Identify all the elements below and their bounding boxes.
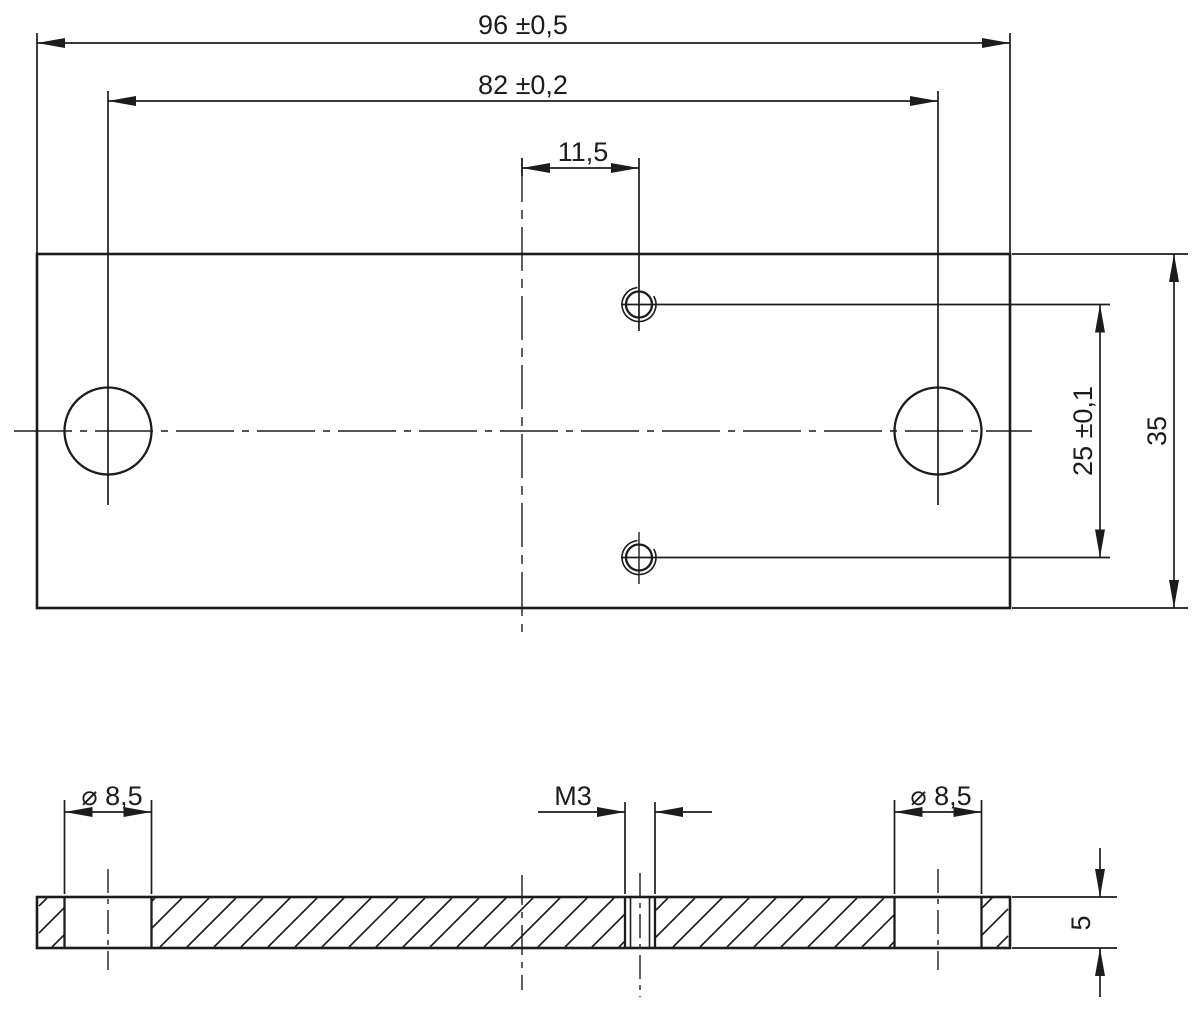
hatch-line: [213, 897, 264, 948]
dim-label-hole-spacing: 82 ±0,2: [478, 70, 568, 100]
arrowhead-right: [982, 38, 1010, 48]
arrowhead-right: [611, 163, 639, 173]
hatch-line: [861, 913, 896, 948]
hatch-line: [654, 897, 696, 939]
dim-label-overall-width: 96 ±0,5: [478, 10, 568, 40]
arrowhead-left: [597, 807, 625, 817]
hatch-line: [429, 897, 480, 948]
hatch-line: [591, 913, 626, 948]
hatch-line: [402, 897, 453, 948]
hatch-line: [753, 897, 804, 948]
hatch-line: [980, 897, 993, 910]
hatch-line: [537, 897, 588, 948]
hatch-line: [294, 897, 345, 948]
arrowhead-left: [64, 807, 93, 817]
dim-label-hole-dia-right: ⌀ 8,5: [910, 781, 971, 811]
dim-label-hole-dia-left: ⌀ 8,5: [81, 781, 142, 811]
dim-label-tap-spacing: 25 ±0,1: [1068, 386, 1098, 476]
arrowhead-left: [37, 38, 65, 48]
bottom-tap-thread-arc: [621, 539, 657, 576]
dim-tap-spacing: 25 ±0,1: [621, 303, 1110, 559]
arrowhead-right: [953, 807, 982, 817]
arrowhead-left: [894, 807, 923, 817]
hatch-line: [980, 908, 1009, 937]
section-view: ⌀ 8,5 M3 ⌀ 8,5: [35, 781, 1117, 997]
hatch-line: [348, 897, 399, 948]
hatch-line: [38, 906, 66, 934]
arrowhead-bottom: [1169, 580, 1179, 608]
hatch-line: [186, 897, 237, 948]
hatch-line: [699, 897, 750, 948]
arrowhead-bottom: [1095, 529, 1105, 558]
arrowhead-right: [655, 807, 683, 817]
hatch-line: [996, 935, 1009, 948]
dim-label-overall-height: 35: [1142, 416, 1172, 446]
arrowhead-right: [123, 807, 152, 817]
section-hatching: [38, 897, 1009, 948]
top-view: 96 ±0,5 82 ±0,2 11,5 25 ±0,1: [14, 10, 1188, 632]
hatch-line: [267, 897, 318, 948]
hatch-line: [51, 933, 66, 948]
hatch-line: [159, 897, 210, 948]
dim-label-thread: M3: [554, 781, 592, 811]
dim-label-thickness: 5: [1066, 915, 1096, 930]
hatch-line: [483, 897, 534, 948]
hatch-line: [780, 897, 831, 948]
arrowhead-right: [910, 96, 938, 106]
dim-overall-width: 96 ±0,5: [36, 10, 1011, 254]
hatch-line: [510, 897, 561, 948]
arrowhead-bottom: [1095, 948, 1105, 976]
arrowhead-top: [1169, 254, 1179, 282]
hatch-line: [321, 897, 372, 948]
hatch-line: [240, 897, 291, 948]
dim-thread: M3: [538, 781, 712, 894]
arrowhead-top: [1095, 304, 1105, 333]
arrowhead-left: [522, 163, 550, 173]
dim-tap-offset: 11,5: [521, 137, 640, 331]
hatch-line: [38, 897, 48, 907]
hatch-line: [564, 897, 615, 948]
dim-thickness: 5: [1012, 848, 1117, 997]
hatch-line: [150, 897, 183, 930]
dim-overall-height: 35: [1012, 253, 1188, 609]
dim-hole-dia-right: ⌀ 8,5: [893, 781, 983, 894]
hatch-line: [375, 897, 426, 948]
plate-outline-section-view: [35, 895, 1012, 950]
hatch-line: [726, 897, 777, 948]
hatch-line: [672, 897, 723, 948]
arrowhead-left: [108, 96, 136, 106]
arrowhead-top: [1095, 869, 1105, 897]
hatch-line: [654, 897, 669, 912]
dim-label-tap-offset: 11,5: [558, 137, 609, 167]
hatch-line: [456, 897, 507, 948]
dim-hole-spacing: 82 ±0,2: [107, 70, 939, 505]
top-tap-thread-arc: [621, 286, 657, 323]
hatch-line: [834, 897, 885, 948]
dim-hole-dia-left: ⌀ 8,5: [63, 781, 153, 894]
hatch-line: [807, 897, 858, 948]
